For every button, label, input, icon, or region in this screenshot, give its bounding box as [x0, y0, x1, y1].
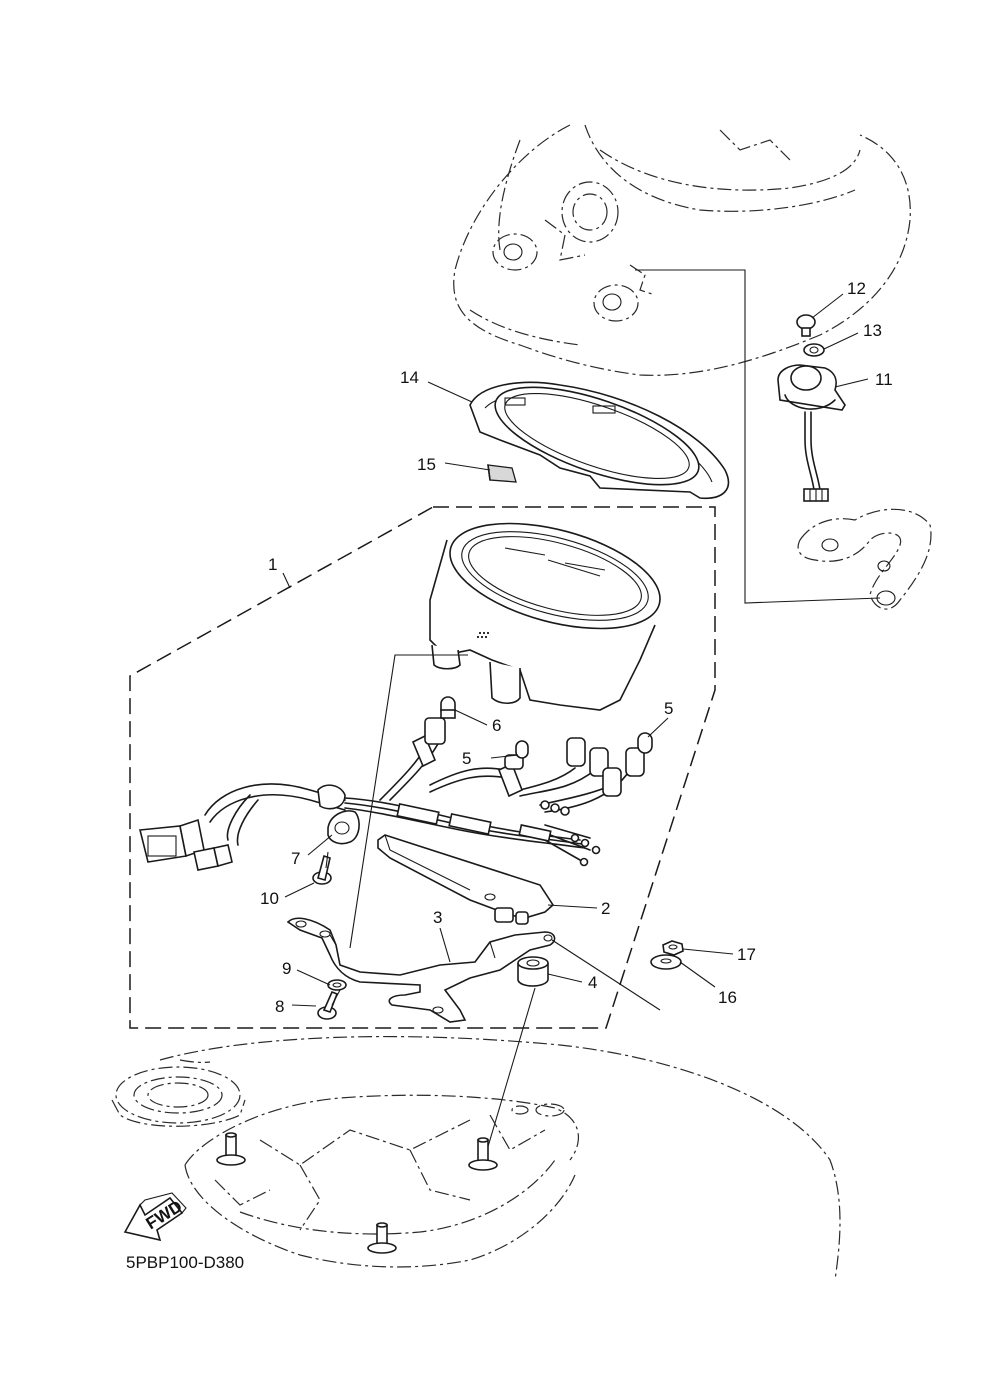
callout-6: 6 [492, 716, 501, 735]
callout-13: 13 [863, 321, 882, 340]
switch-part-11 [777, 364, 846, 502]
bracket-part-3 [286, 917, 556, 1023]
nut-part-17 [662, 940, 684, 956]
sub-coupler [193, 844, 233, 871]
washer-part-9 [327, 979, 347, 991]
screw-part-10 [312, 854, 332, 885]
callout-14: 14 [400, 368, 419, 387]
callout-3: 3 [433, 908, 442, 927]
diagram-code: 5PBP100-D380 [126, 1253, 244, 1272]
grommet-part-4 [517, 956, 549, 987]
mounting-studs [216, 1132, 498, 1254]
callout-9: 9 [282, 959, 291, 978]
bulb-sockets [411, 717, 645, 798]
lower-frame-outline [111, 1035, 841, 1281]
callout-15: 15 [417, 455, 436, 474]
wire-harness [204, 739, 631, 867]
main-coupler [138, 818, 205, 863]
callout-17: 17 [737, 945, 756, 964]
leader-line-cowling-to-stay [635, 269, 881, 604]
stay-bracket-outline [797, 508, 932, 610]
callout-leaders [282, 293, 869, 1007]
bulb-part-5-a [515, 740, 529, 759]
callout-16: 16 [718, 988, 737, 1007]
callout-8: 8 [275, 997, 284, 1016]
screw-part-12 [796, 314, 816, 337]
band-clamp-part-7 [327, 810, 360, 845]
upper-cowling-outline [453, 124, 911, 376]
callout-numbers: 1 2 3 4 5 5 6 7 8 9 10 11 12 13 14 15 16… [260, 279, 893, 1016]
screw-part-8 [317, 990, 339, 1020]
callout-12: 12 [847, 279, 866, 298]
washer-part-13 [803, 343, 825, 357]
callout-4: 4 [588, 973, 597, 992]
callout-5-a: 5 [462, 749, 471, 768]
callout-7: 7 [291, 849, 300, 868]
callout-11: 11 [875, 370, 893, 389]
bulb-part-6 [440, 696, 456, 719]
meter-ring-part-14 [469, 381, 730, 499]
clip-part-15 [487, 464, 517, 483]
fwd-arrow-icon: FWD [123, 1192, 187, 1242]
bulb-part-5-b [637, 732, 653, 754]
callout-1: 1 [268, 555, 277, 574]
callout-10: 10 [260, 889, 279, 908]
meter-body [429, 522, 661, 711]
callout-5-b: 5 [664, 699, 673, 718]
plate-part-2 [377, 834, 555, 925]
washer-part-16 [650, 954, 682, 970]
assembly-boundary-part-1 [129, 506, 716, 1029]
callout-2: 2 [601, 899, 610, 918]
